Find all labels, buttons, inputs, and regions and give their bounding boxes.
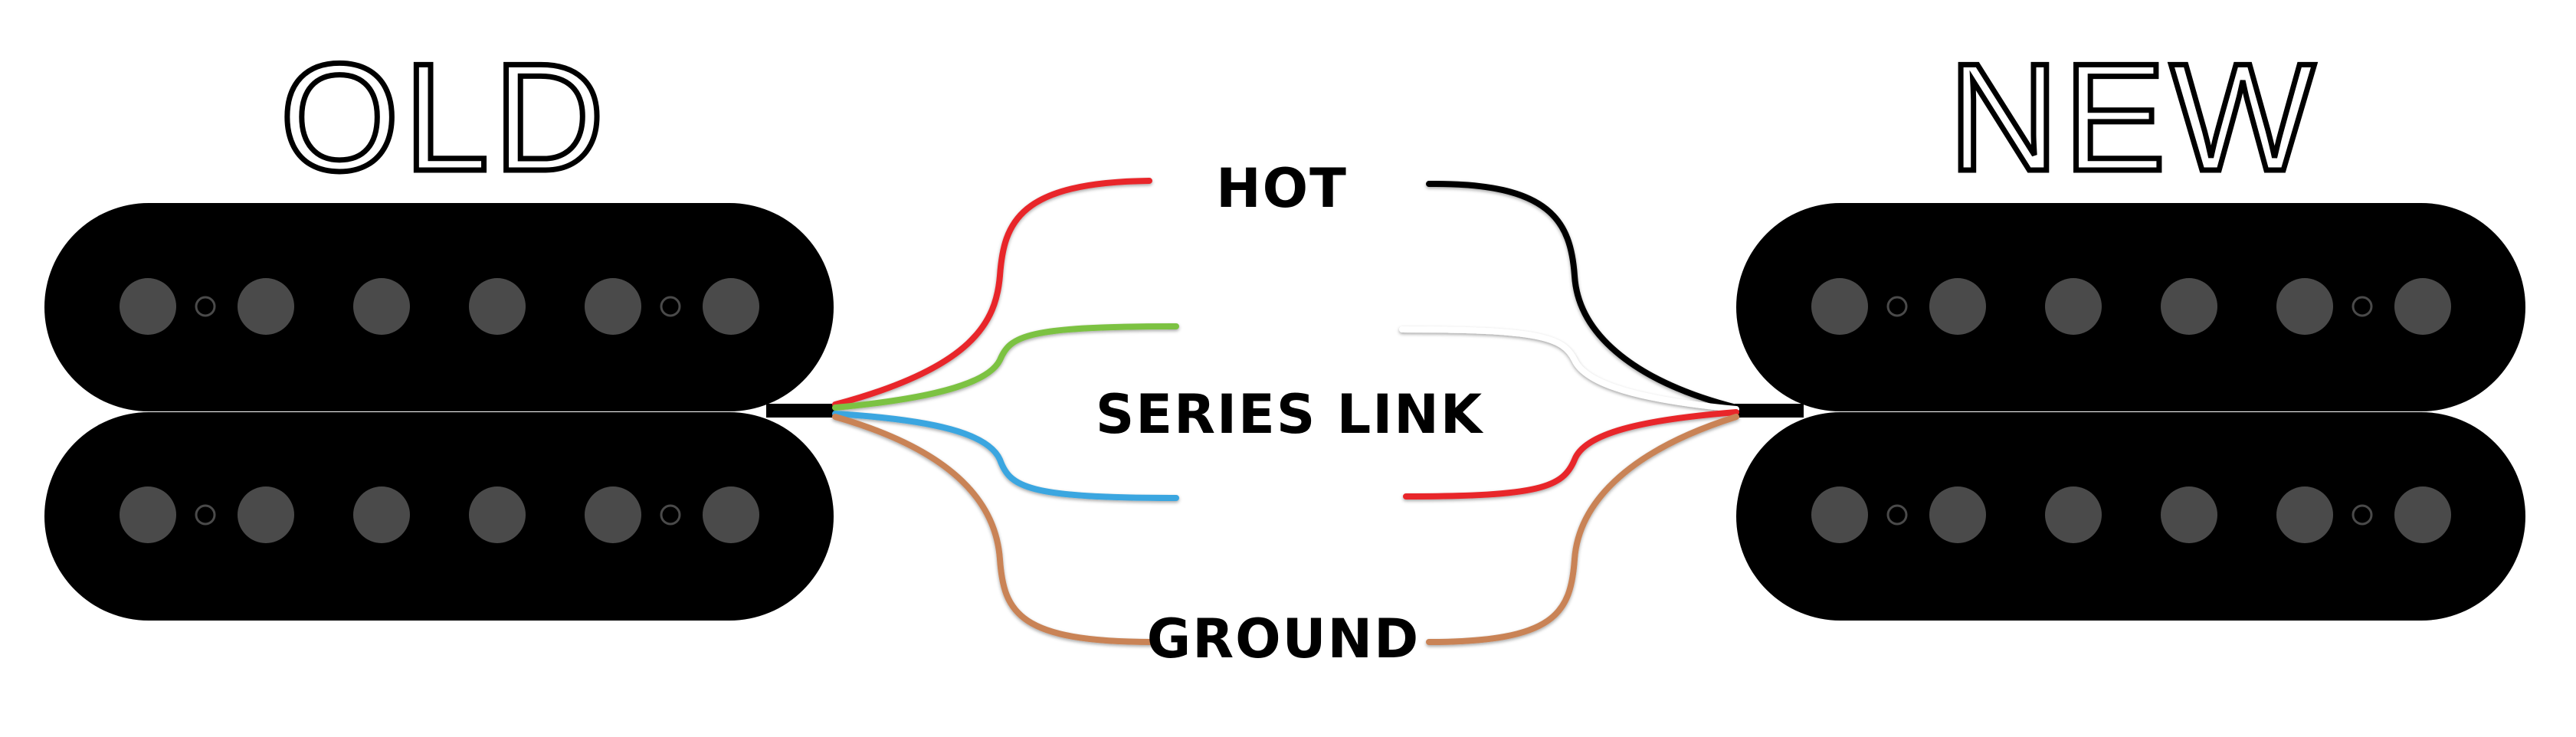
hot-label: HOT: [1216, 157, 1348, 220]
new-white-wire: [1399, 326, 1739, 412]
new-pickup-pole-piece: [2161, 486, 2217, 543]
new-pickup-pole-piece: [2394, 278, 2451, 335]
old-pickup-screw: [660, 296, 681, 317]
new-pickup-pole-piece: [2276, 278, 2333, 335]
new-pickup-pole-piece: [2276, 486, 2333, 543]
old-pickup: [44, 203, 835, 621]
old-pickup-pole-piece: [120, 278, 176, 335]
old-pickup-pole-piece: [238, 486, 294, 543]
old-pickup-cable: [766, 404, 835, 418]
old-pickup-screw: [195, 504, 216, 526]
old-pickup-pole-piece: [353, 486, 410, 543]
new-pickup-bottom-coil: [1736, 412, 2525, 621]
old-pickup-pole-piece: [353, 278, 410, 335]
old-pickup-bottom-coil: [44, 412, 834, 621]
old-pickup-pole-piece: [469, 278, 526, 335]
new-red-wire: [1403, 409, 1739, 500]
new-pickup-top-coil: [1736, 203, 2525, 411]
old-blue-wire: [832, 411, 1179, 501]
new-pickup-pole-piece: [2045, 278, 2102, 335]
new-pickup-pole-piece: [2394, 486, 2451, 543]
series-link-label: SERIES LINK: [1096, 383, 1484, 446]
new-black-wire: [1426, 180, 1739, 411]
new-pickup-pole-piece: [1811, 278, 1868, 335]
old-pickup-pole-piece: [238, 278, 294, 335]
old-red-wire: [832, 178, 1152, 408]
new-pickup-pole-piece: [1929, 278, 1986, 335]
new-heading: NEW: [1948, 32, 2320, 203]
ground-label: GROUND: [1147, 608, 1420, 670]
new-pickup-pole-pieces: [1811, 278, 2451, 543]
old-pickup-top-coil: [44, 203, 834, 411]
new-pickup-pole-piece: [1811, 486, 1868, 543]
new-pickup-pole-piece: [2045, 486, 2102, 543]
old-pickup-screw: [660, 504, 681, 526]
old-brown-wire: [832, 414, 1156, 645]
old-pickup-pole-piece: [120, 486, 176, 543]
old-pickup-pole-piece: [703, 486, 759, 543]
old-pickup-pole-pieces: [120, 278, 759, 543]
new-pickup-screw: [2352, 296, 2373, 317]
old-pickup-pole-piece: [585, 278, 641, 335]
new-brown-wire: [1426, 414, 1739, 645]
old-pickup-pole-piece: [469, 486, 526, 543]
new-pickup-screw: [1886, 296, 1908, 317]
new-pickup-cable: [1735, 404, 1804, 418]
new-pickup-screw: [2352, 504, 2373, 526]
old-green-wire: [832, 323, 1179, 411]
old-pickup-pole-piece: [703, 278, 759, 335]
new-pickup: [1735, 203, 2525, 621]
new-pickup-pole-piece: [2161, 278, 2217, 335]
old-pickup-screw: [195, 296, 216, 317]
old-heading: OLD: [280, 32, 608, 203]
new-pickup-screw: [1886, 504, 1908, 526]
new-pickup-pole-piece: [1929, 486, 1986, 543]
old-pickup-pole-piece: [585, 486, 641, 543]
